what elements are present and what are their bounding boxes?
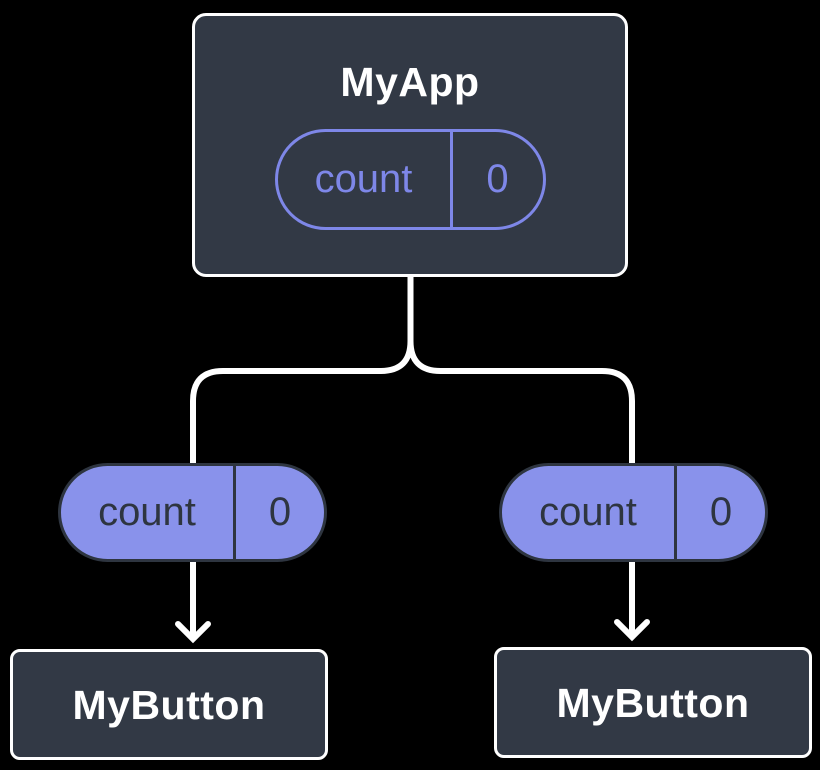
node-mybutton-right: MyButton bbox=[494, 647, 812, 758]
state-pill: count 0 bbox=[274, 129, 546, 230]
prop-pill-left-value: 0 bbox=[268, 490, 292, 534]
state-pill-name: count bbox=[314, 157, 413, 201]
pill-divider bbox=[449, 132, 453, 227]
node-mybutton-right-label: MyButton bbox=[556, 679, 750, 726]
node-mybutton-left-label: MyButton bbox=[72, 681, 266, 728]
node-myapp: MyApp count 0 bbox=[192, 13, 628, 277]
pill-divider bbox=[674, 466, 677, 559]
connector-left-branch bbox=[190, 274, 414, 640]
prop-pill-right: count 0 bbox=[499, 463, 768, 562]
prop-pill-left-name: count bbox=[98, 490, 196, 534]
pill-divider bbox=[233, 466, 236, 559]
prop-pill-right-value: 0 bbox=[709, 490, 733, 534]
prop-pill-left: count 0 bbox=[58, 463, 327, 562]
node-mybutton-left: MyButton bbox=[10, 649, 328, 760]
arrow-down-right-icon bbox=[614, 619, 650, 642]
node-myapp-label: MyApp bbox=[340, 59, 480, 105]
state-pill-value: 0 bbox=[486, 157, 509, 201]
arrow-down-left-icon bbox=[175, 621, 211, 644]
connector-right-branch bbox=[407, 274, 635, 639]
prop-pill-right-name: count bbox=[539, 490, 637, 534]
